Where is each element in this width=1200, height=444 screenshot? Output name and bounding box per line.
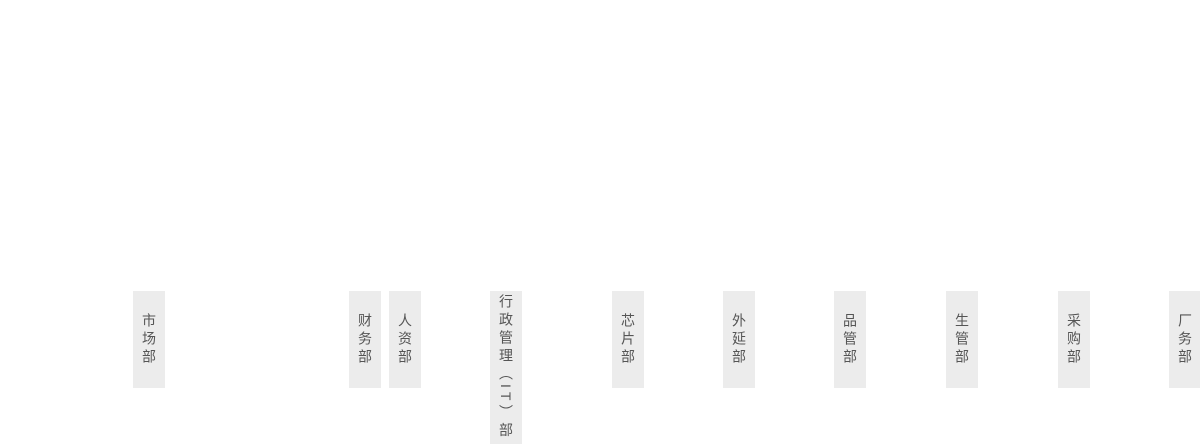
dept-node-admin-it[interactable]: 行政管理（IT）部 bbox=[490, 291, 522, 444]
dept-node-finance[interactable]: 财务部 bbox=[349, 291, 381, 388]
dept-label: 外延部 bbox=[731, 312, 747, 367]
dept-label: 行政管理（IT）部 bbox=[498, 294, 514, 441]
dept-label: 芯片部 bbox=[620, 312, 636, 367]
dept-label: 厂务部 bbox=[1177, 312, 1193, 367]
dept-node-procurement[interactable]: 采购部 bbox=[1058, 291, 1090, 388]
dept-label: 财务部 bbox=[357, 312, 373, 367]
dept-node-quality[interactable]: 品管部 bbox=[834, 291, 866, 388]
dept-label: 人资部 bbox=[397, 312, 413, 367]
dept-node-marketing[interactable]: 市场部 bbox=[133, 291, 165, 388]
dept-label: 采购部 bbox=[1066, 312, 1082, 367]
dept-node-chip[interactable]: 芯片部 bbox=[612, 291, 644, 388]
dept-node-production[interactable]: 生管部 bbox=[946, 291, 978, 388]
dept-node-hr[interactable]: 人资部 bbox=[389, 291, 421, 388]
dept-label: 市场部 bbox=[141, 312, 157, 367]
dept-label: 生管部 bbox=[954, 312, 970, 367]
dept-node-facilities[interactable]: 厂务部 bbox=[1169, 291, 1200, 388]
dept-label: 品管部 bbox=[842, 312, 858, 367]
dept-node-epitaxy[interactable]: 外延部 bbox=[723, 291, 755, 388]
